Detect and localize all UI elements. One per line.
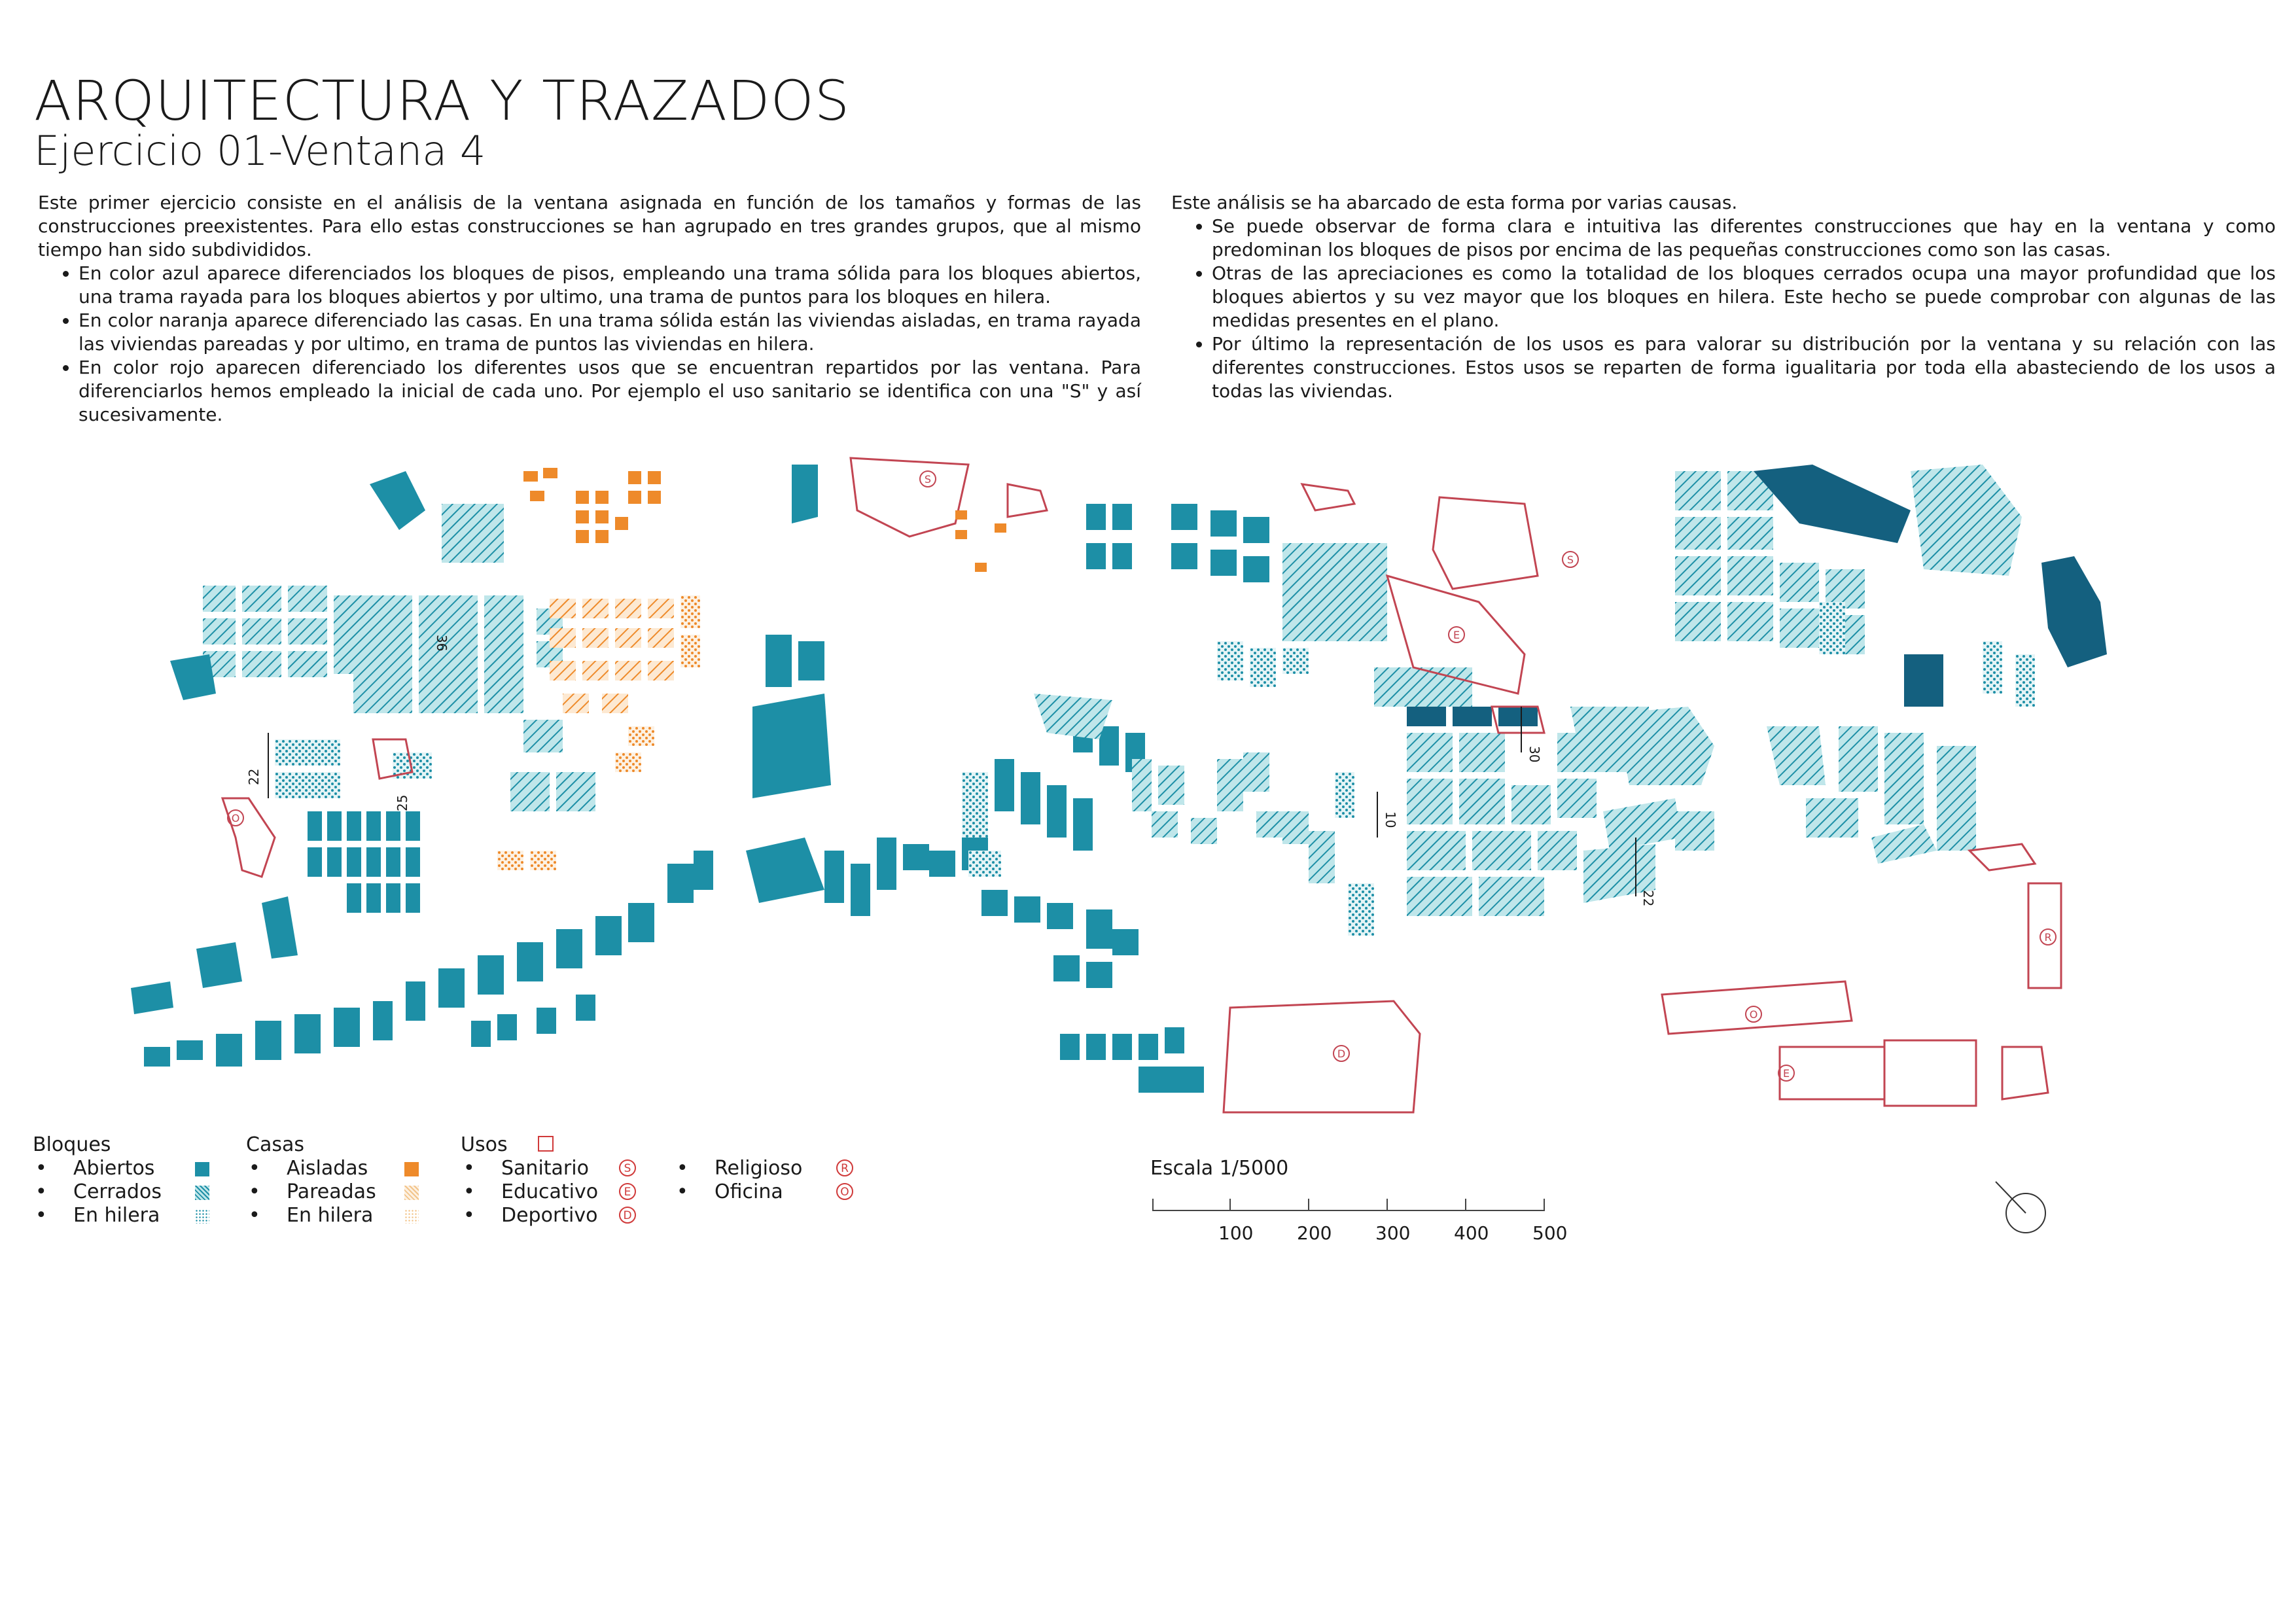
scale-tick: 400 [1454, 1222, 1489, 1244]
legend-bloques: Bloques •Abiertos •Cerrados •En hilera [33, 1133, 229, 1227]
houses-semidetached [550, 599, 674, 713]
svg-text:25: 25 [395, 795, 410, 811]
text-column-left: Este primer ejercicio consiste en el aná… [38, 191, 1141, 427]
svg-text:22: 22 [1640, 890, 1656, 906]
legend-item: •Pareadas [246, 1180, 442, 1204]
blocks-row-right [1819, 602, 2035, 707]
bullet-list: En color azul aparece diferenciados los … [38, 262, 1141, 427]
swatch-dots-orange [404, 1209, 419, 1224]
urban-map: S S E E D R O O 22 30 10 22 25 36 [131, 457, 2107, 1114]
legend-title: Usos [461, 1133, 670, 1157]
houses-detached-center [955, 510, 1006, 572]
swatch-solid-orange [404, 1162, 419, 1176]
text-column-right: Este análisis se ha abarcado de esta for… [1171, 191, 2276, 403]
dimension-marks: 22 30 10 22 25 36 [246, 635, 1656, 906]
symbol-oficina: O [836, 1183, 853, 1200]
page-title: ARQUITECTURA Y TRAZADOS [34, 69, 851, 133]
marker-oficina: O [1745, 1006, 1762, 1023]
legend-item: •En hilera [246, 1204, 442, 1227]
blocks-open-center [746, 465, 1269, 1093]
swatch-hatch-orange [404, 1186, 419, 1200]
marker-sanitario: S [1562, 551, 1579, 568]
blocks-closed-center [1034, 543, 1472, 883]
marker-deportivo: D [1333, 1045, 1350, 1062]
blocks-closed-left [203, 586, 595, 811]
svg-text:D: D [1337, 1048, 1345, 1060]
list-item: Otras de las apreciaciones es como la to… [1212, 262, 2276, 332]
houses-detached [523, 468, 661, 543]
north-arrow-icon [1995, 1181, 2046, 1233]
svg-text:10: 10 [1383, 811, 1398, 828]
list-item: En color rojo aparecen diferenciado los … [79, 356, 1141, 427]
scale-tick: 200 [1297, 1222, 1332, 1244]
svg-text:36: 36 [434, 635, 450, 651]
marker-educativo: E [1448, 626, 1465, 643]
uses-right [1491, 705, 2062, 1107]
uses-left [221, 457, 970, 878]
svg-text:22: 22 [246, 769, 262, 785]
block-open [370, 471, 425, 530]
swatch-hatch-blue [195, 1186, 209, 1200]
right-district [1407, 465, 2107, 1107]
houses-row [497, 595, 700, 870]
uses-center [1006, 483, 1539, 1114]
svg-text:S: S [1567, 554, 1574, 566]
svg-text:R: R [2044, 931, 2051, 944]
svg-text:S: S [925, 473, 931, 485]
scale-tick: 100 [1218, 1222, 1254, 1244]
legend-casas: Casas •Aisladas •Pareadas •En hilera [246, 1133, 442, 1227]
scale-bar [1152, 1199, 1545, 1211]
list-item: En color azul aparece diferenciados los … [79, 262, 1141, 309]
symbol-sanitario: S [619, 1159, 636, 1176]
scale-tick: 300 [1375, 1222, 1411, 1244]
svg-text:O: O [1750, 1008, 1758, 1021]
legend-item: •En hilera [33, 1204, 229, 1227]
legend-item: •Cerrados [33, 1180, 229, 1204]
symbol-religioso: R [836, 1159, 853, 1176]
legend-item: •Aisladas [246, 1157, 442, 1180]
swatch-outline-red [538, 1136, 554, 1152]
center-district [746, 465, 1539, 1114]
blocks-closed-right [1407, 465, 2022, 916]
legend-title: Casas [246, 1133, 304, 1156]
svg-text:E: E [1783, 1067, 1790, 1080]
swatch-dots-blue [195, 1209, 209, 1224]
block-closed [442, 504, 504, 563]
svg-text:O: O [232, 812, 240, 824]
marker-sanitario: S [919, 470, 936, 487]
list-item: Se puede observar de forma clara e intui… [1212, 215, 2276, 262]
svg-text:E: E [1453, 629, 1460, 641]
bullet-list: Se puede observar de forma clara e intui… [1171, 215, 2276, 403]
scale-tick: 500 [1532, 1222, 1568, 1244]
left-district [131, 457, 970, 1067]
use-markers: S S E E D R O O [227, 470, 2057, 1082]
blocks-open-west [131, 654, 713, 1067]
marker-religioso: R [2040, 928, 2057, 945]
blocks-open-right [1407, 465, 2107, 726]
legend-item: •Abiertos [33, 1157, 229, 1180]
svg-text:30: 30 [1527, 746, 1542, 762]
symbol-deportivo: D [619, 1207, 636, 1224]
list-item: Por último la representación de los usos… [1212, 332, 2276, 403]
blocks-row-center [962, 641, 1374, 936]
page-subtitle: Ejercicio 01-Ventana 4 [34, 127, 486, 175]
intro-paragraph: Este primer ejercicio consiste en el aná… [38, 192, 1141, 260]
blocks-row-left [275, 739, 432, 798]
scale-label: Escala 1/5000 [1150, 1157, 1289, 1180]
marker-educativo: E [1778, 1065, 1795, 1082]
intro-paragraph: Este análisis se ha abarcado de esta for… [1171, 192, 1738, 213]
list-item: En color naranja aparece diferenciado la… [79, 309, 1141, 356]
symbol-educativo: E [619, 1183, 636, 1200]
legend-title: Bloques [33, 1133, 111, 1156]
marker-oficina: O [227, 809, 244, 826]
swatch-solid-blue [195, 1162, 209, 1176]
